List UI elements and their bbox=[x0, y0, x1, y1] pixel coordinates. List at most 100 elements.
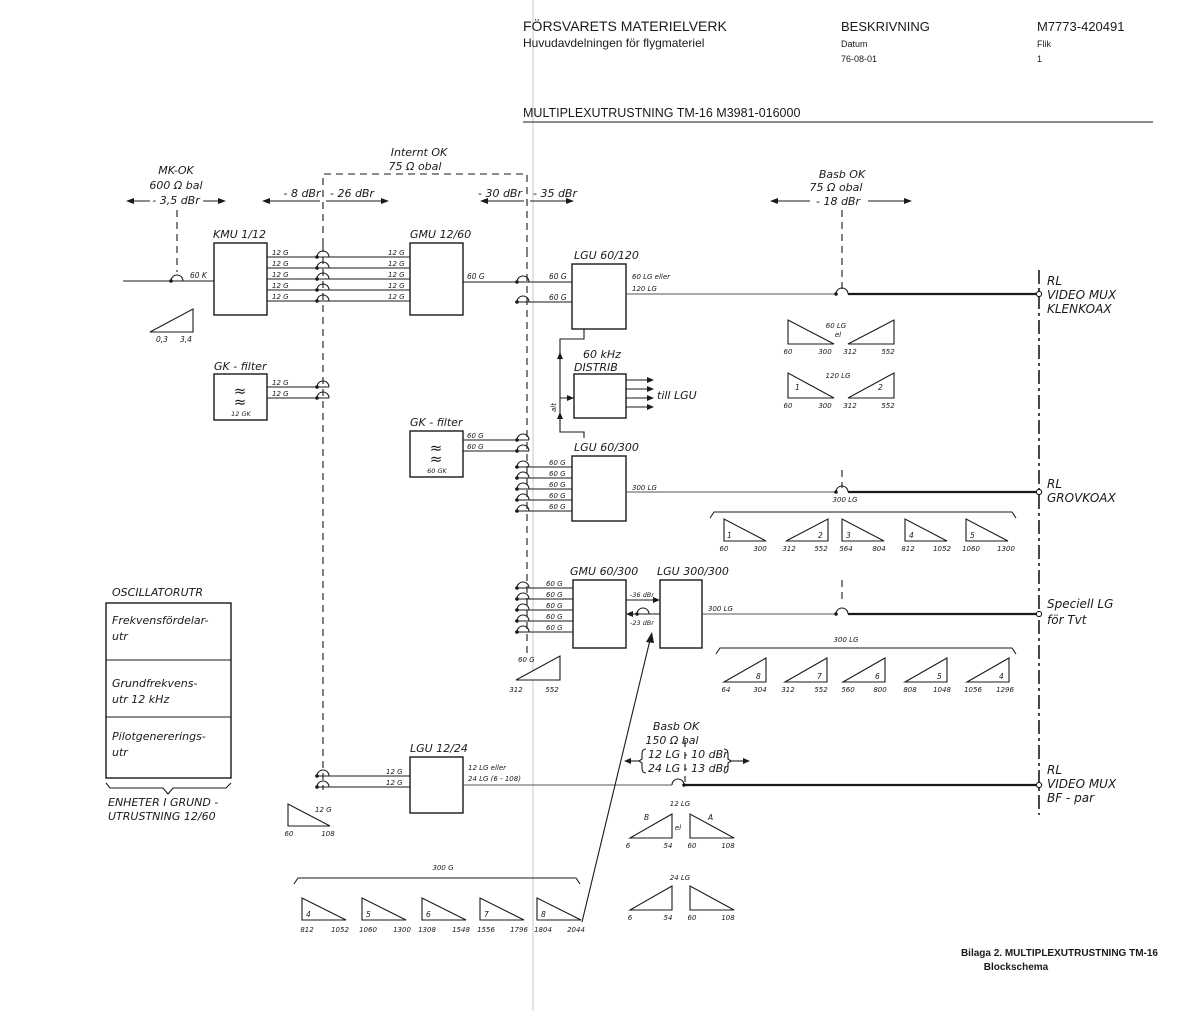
level-minus-30: - 30 dBr bbox=[478, 187, 523, 200]
oscillator-footer-1: ENHETER I GRUND - bbox=[108, 796, 218, 809]
datum-label: Datum bbox=[841, 39, 868, 49]
jack-dot bbox=[834, 292, 838, 296]
svg-text:5: 5 bbox=[970, 531, 975, 540]
rl1-line1: RL bbox=[1047, 274, 1062, 288]
svg-text:60 G: 60 G bbox=[518, 656, 535, 664]
output-terminal bbox=[1035, 488, 1043, 496]
svg-text:300 G: 300 G bbox=[432, 864, 454, 872]
svg-text:812: 812 bbox=[901, 545, 915, 553]
output-tvt: Speciell LG för Tvt bbox=[1047, 597, 1113, 627]
svg-text:1308: 1308 bbox=[418, 926, 436, 934]
gmu1260-block: GMU 12/60 60 G 60 G 60 G bbox=[409, 228, 572, 316]
svg-text:300: 300 bbox=[753, 545, 767, 553]
gmu60300-label: GMU 60/300 bbox=[570, 565, 638, 578]
gmu60300-box bbox=[572, 579, 627, 649]
svg-text:552: 552 bbox=[814, 686, 828, 694]
svg-text:8: 8 bbox=[541, 910, 546, 919]
lgu60120-out-b: 120 LG bbox=[632, 285, 657, 293]
svg-text:4: 4 bbox=[999, 672, 1004, 681]
filter-symbol-icon: ≈ bbox=[234, 393, 247, 411]
svg-text:60: 60 bbox=[285, 830, 294, 838]
svg-text:1060: 1060 bbox=[962, 545, 980, 553]
gmu60300-block: GMU 60/300 60 G 60 G 60 G 60 G 60 G -36 … bbox=[515, 565, 660, 649]
gk60-label: 60 GK bbox=[427, 467, 447, 475]
level-minus-26: - 26 dBr bbox=[330, 187, 375, 200]
svg-text:0,3: 0,3 bbox=[156, 335, 168, 344]
svg-text:60: 60 bbox=[688, 914, 697, 922]
svg-text:800: 800 bbox=[873, 686, 887, 694]
flik-value: 1 bbox=[1037, 54, 1042, 64]
g12-label: 12 G bbox=[272, 260, 289, 268]
lgu1224-block: LGU 12/24 12 G 12 G 12 LG eller 24 LG (6… bbox=[315, 742, 1036, 814]
svg-text:60: 60 bbox=[784, 348, 793, 356]
svg-text:Grundfrekvens-: Grundfrekvens- bbox=[112, 677, 197, 690]
mk-ok-level: - 3,5 dBr bbox=[152, 194, 201, 207]
output-terminal bbox=[1035, 290, 1043, 298]
doc-id: M7773-420491 bbox=[1037, 19, 1124, 34]
svg-text:312: 312 bbox=[782, 545, 796, 553]
arrow-head bbox=[770, 198, 778, 204]
rl2-line2: GROVKOAX bbox=[1047, 491, 1116, 505]
internt-ok-label: Internt OK bbox=[391, 146, 448, 159]
svg-text:1300: 1300 bbox=[997, 545, 1015, 553]
kmu-box bbox=[213, 242, 268, 316]
lgu60120-label: LGU 60/120 bbox=[574, 249, 639, 262]
svg-text:108: 108 bbox=[321, 830, 335, 838]
svg-text:12 G: 12 G bbox=[272, 379, 289, 387]
lgu300300-label: LGU 300/300 bbox=[657, 565, 729, 578]
lgu1224-label: LGU 12/24 bbox=[410, 742, 468, 755]
spectrum-lg12: 12 LG B 6 54 el A 60 108 bbox=[626, 800, 735, 850]
svg-text:60 G: 60 G bbox=[549, 481, 566, 489]
oscillator-panel: OSCILLATORUTR Frekvensfördelar- utr Grun… bbox=[105, 586, 232, 823]
spectrum-label: el bbox=[835, 331, 841, 339]
svg-text:utr: utr bbox=[112, 746, 129, 759]
filter-symbol-icon: ≈ bbox=[234, 382, 247, 400]
svg-text:60 G: 60 G bbox=[546, 580, 563, 588]
svg-text:12 LG eller: 12 LG eller bbox=[468, 764, 507, 772]
caption-line2: Blockschema bbox=[984, 962, 1049, 973]
svg-text:1: 1 bbox=[795, 383, 800, 392]
svg-text:6: 6 bbox=[626, 842, 631, 850]
rl1-line3: KLENKOAX bbox=[1047, 302, 1112, 316]
svg-text:2044: 2044 bbox=[567, 926, 585, 934]
svg-text:804: 804 bbox=[872, 545, 885, 553]
tvt-line1: Speciell LG bbox=[1047, 597, 1113, 611]
spectrum-lg24: 24 LG 6 54 60 108 bbox=[628, 874, 735, 922]
g60-label: 60 G bbox=[549, 272, 567, 281]
lgu60300-box bbox=[571, 455, 627, 522]
lgu60120-out-a: 60 LG eller bbox=[632, 273, 671, 281]
patch-jacks-lgu60120 bbox=[515, 275, 530, 304]
rl3-line1: RL bbox=[1047, 763, 1062, 777]
svg-text:7: 7 bbox=[484, 910, 489, 919]
datum-value: 76-08-01 bbox=[841, 54, 877, 64]
g12-label: 12 G bbox=[272, 293, 289, 301]
svg-text:552: 552 bbox=[881, 402, 895, 410]
svg-text:1060: 1060 bbox=[359, 926, 377, 934]
rl3-line2: VIDEO MUX bbox=[1047, 777, 1117, 791]
svg-text:54: 54 bbox=[664, 842, 673, 850]
arrow-head bbox=[480, 198, 488, 204]
kmu-block: KMU 1/12 60 K bbox=[123, 228, 268, 316]
svg-text:3,4: 3,4 bbox=[180, 335, 192, 344]
distrib-block: 60 kHz DISTRIB till LGU alt bbox=[550, 329, 697, 438]
basb-ok-label: Basb OK bbox=[819, 168, 866, 181]
svg-text:1056: 1056 bbox=[964, 686, 982, 694]
kmu-label: KMU 1/12 bbox=[213, 228, 266, 241]
doc-type: BESKRIVNING bbox=[841, 19, 930, 34]
svg-text:1048: 1048 bbox=[933, 686, 951, 694]
spectrum-label: 60 LG bbox=[826, 322, 847, 330]
svg-text:300: 300 bbox=[818, 402, 832, 410]
output-terminal bbox=[1035, 610, 1043, 618]
arrow-head bbox=[218, 198, 226, 204]
svg-text:2: 2 bbox=[818, 531, 823, 540]
till-lgu-label: till LGU bbox=[657, 389, 697, 402]
svg-text:5: 5 bbox=[937, 672, 942, 681]
arrow-head bbox=[566, 198, 574, 204]
svg-text:60 G: 60 G bbox=[549, 459, 566, 467]
svg-text:6: 6 bbox=[628, 914, 633, 922]
svg-text:108: 108 bbox=[721, 914, 735, 922]
spectrum-triangle bbox=[149, 308, 194, 333]
svg-text:108: 108 bbox=[721, 842, 735, 850]
spectrum-g12: 12 G 60 108 bbox=[285, 803, 335, 838]
svg-text:7: 7 bbox=[817, 672, 822, 681]
